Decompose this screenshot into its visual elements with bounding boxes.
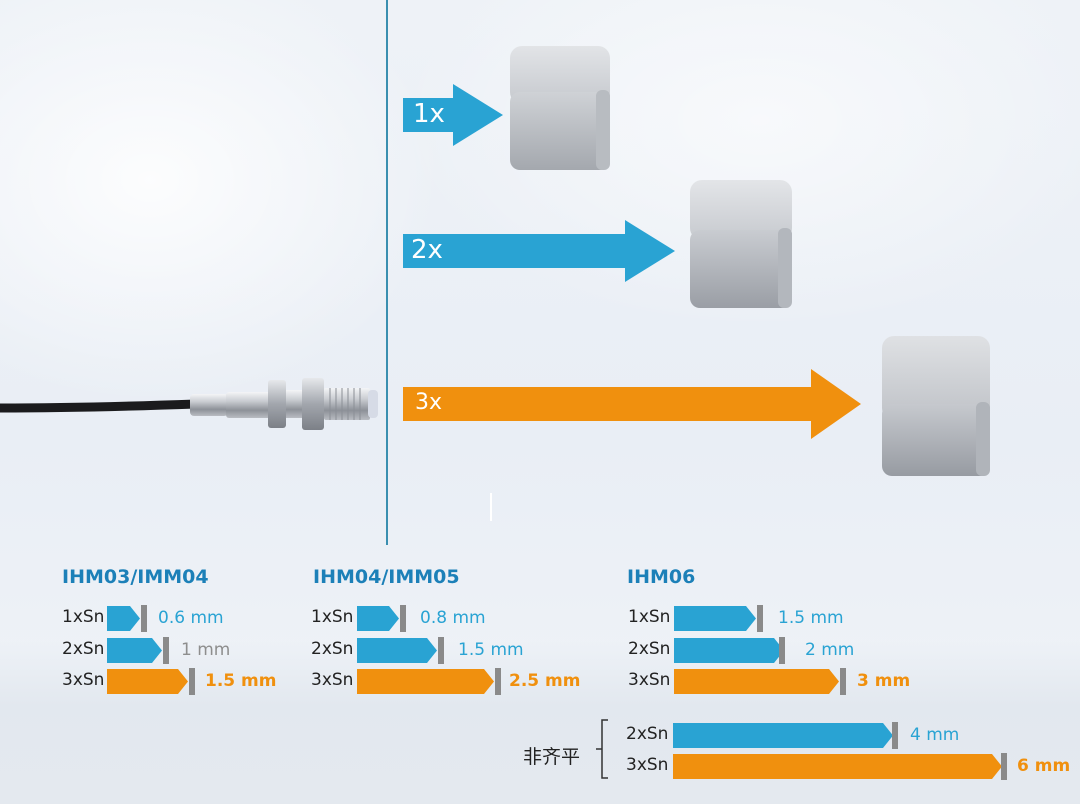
sensor-thread bbox=[286, 390, 302, 418]
sensor-cable bbox=[0, 399, 197, 413]
distance-arrow-3x: 3x bbox=[403, 369, 861, 439]
target-cube-large bbox=[882, 336, 990, 476]
spec-row: 1xSn 1.5 mm bbox=[628, 605, 928, 632]
spec-row: 3xSn 3 mm bbox=[628, 668, 928, 695]
sensor-nut-1 bbox=[268, 380, 286, 428]
row-label: 2xSn bbox=[628, 639, 671, 659]
range-bar bbox=[674, 638, 784, 663]
range-bar bbox=[107, 638, 162, 663]
range-bar bbox=[673, 723, 893, 748]
target-stop bbox=[189, 668, 195, 695]
row-label: 3xSn bbox=[311, 670, 354, 690]
spec-row: 2xSn 2 mm bbox=[628, 637, 928, 664]
range-value: 0.8 mm bbox=[420, 608, 486, 628]
range-value: 2 mm bbox=[805, 640, 855, 660]
group-title-ihm03: IHM03/IMM04 bbox=[62, 566, 209, 588]
row-label: 1xSn bbox=[628, 607, 671, 627]
row-label: 2xSn bbox=[311, 639, 354, 659]
range-bar bbox=[674, 606, 756, 631]
range-value: 1.5 mm bbox=[458, 640, 524, 660]
range-bar bbox=[673, 754, 1002, 779]
text-cursor-mark bbox=[490, 493, 492, 521]
row-label: 1xSn bbox=[62, 607, 105, 627]
target-stop bbox=[779, 637, 785, 664]
target-stop bbox=[400, 605, 406, 632]
group-title-ihm04: IHM04/IMM05 bbox=[313, 566, 460, 588]
row-label: 2xSn bbox=[62, 639, 105, 659]
sensor-face bbox=[368, 390, 378, 418]
range-value: 6 mm bbox=[1017, 756, 1071, 776]
range-bar bbox=[674, 669, 839, 694]
distance-arrow-2x: 2x bbox=[403, 220, 675, 282]
distance-arrow-1x: 1x bbox=[403, 84, 503, 146]
arrow-label-2x: 2x bbox=[411, 235, 443, 265]
range-value: 1.5 mm bbox=[205, 671, 277, 691]
range-bar bbox=[357, 606, 399, 631]
row-label: 3xSn bbox=[62, 670, 105, 690]
spec-row: 3xSn 1.5 mm bbox=[62, 668, 302, 695]
range-bar bbox=[357, 638, 437, 663]
target-stop bbox=[1001, 753, 1007, 780]
range-value: 1 mm bbox=[181, 640, 231, 660]
sensing-face-line bbox=[386, 0, 388, 545]
target-stop bbox=[840, 668, 846, 695]
spec-row: 2xSn 4 mm bbox=[626, 722, 1076, 749]
range-bar bbox=[107, 606, 140, 631]
target-stop bbox=[495, 668, 501, 695]
arrow-label-3x: 3x bbox=[415, 390, 443, 415]
target-cube-medium bbox=[690, 180, 792, 308]
arrow-label-1x: 1x bbox=[413, 99, 445, 129]
range-value: 1.5 mm bbox=[778, 608, 844, 628]
non-flush-label: 非齐平 bbox=[523, 746, 581, 768]
target-cube-small bbox=[510, 46, 610, 170]
spec-row: 2xSn 1.5 mm bbox=[311, 637, 581, 664]
range-bar bbox=[107, 669, 188, 694]
proximity-sensor bbox=[0, 378, 378, 430]
spec-row: 3xSn 6 mm bbox=[626, 753, 1076, 780]
target-stop bbox=[892, 722, 898, 749]
target-stop bbox=[141, 605, 147, 632]
sensor-body-rear bbox=[190, 394, 228, 416]
group-title-ihm06: IHM06 bbox=[627, 566, 696, 588]
row-label: 3xSn bbox=[626, 755, 669, 775]
row-label: 2xSn bbox=[626, 724, 669, 744]
target-stop bbox=[757, 605, 763, 632]
bracket bbox=[596, 719, 608, 779]
range-value: 2.5 mm bbox=[509, 671, 581, 691]
target-stop bbox=[438, 637, 444, 664]
spec-row: 3xSn 2.5 mm bbox=[311, 668, 581, 695]
sensor-nut-2 bbox=[302, 378, 324, 430]
row-label: 3xSn bbox=[628, 670, 671, 690]
spec-row: 1xSn 0.8 mm bbox=[311, 605, 581, 632]
row-label: 1xSn bbox=[311, 607, 354, 627]
spec-row: 2xSn 1 mm bbox=[62, 637, 302, 664]
range-bar bbox=[357, 669, 494, 694]
spec-row: 1xSn 0.6 mm bbox=[62, 605, 302, 632]
range-value: 3 mm bbox=[857, 671, 911, 691]
sensor-thread-front bbox=[324, 388, 370, 420]
range-value: 4 mm bbox=[910, 725, 960, 745]
sensor-body bbox=[226, 392, 272, 418]
range-value: 0.6 mm bbox=[158, 608, 224, 628]
target-stop bbox=[163, 637, 169, 664]
